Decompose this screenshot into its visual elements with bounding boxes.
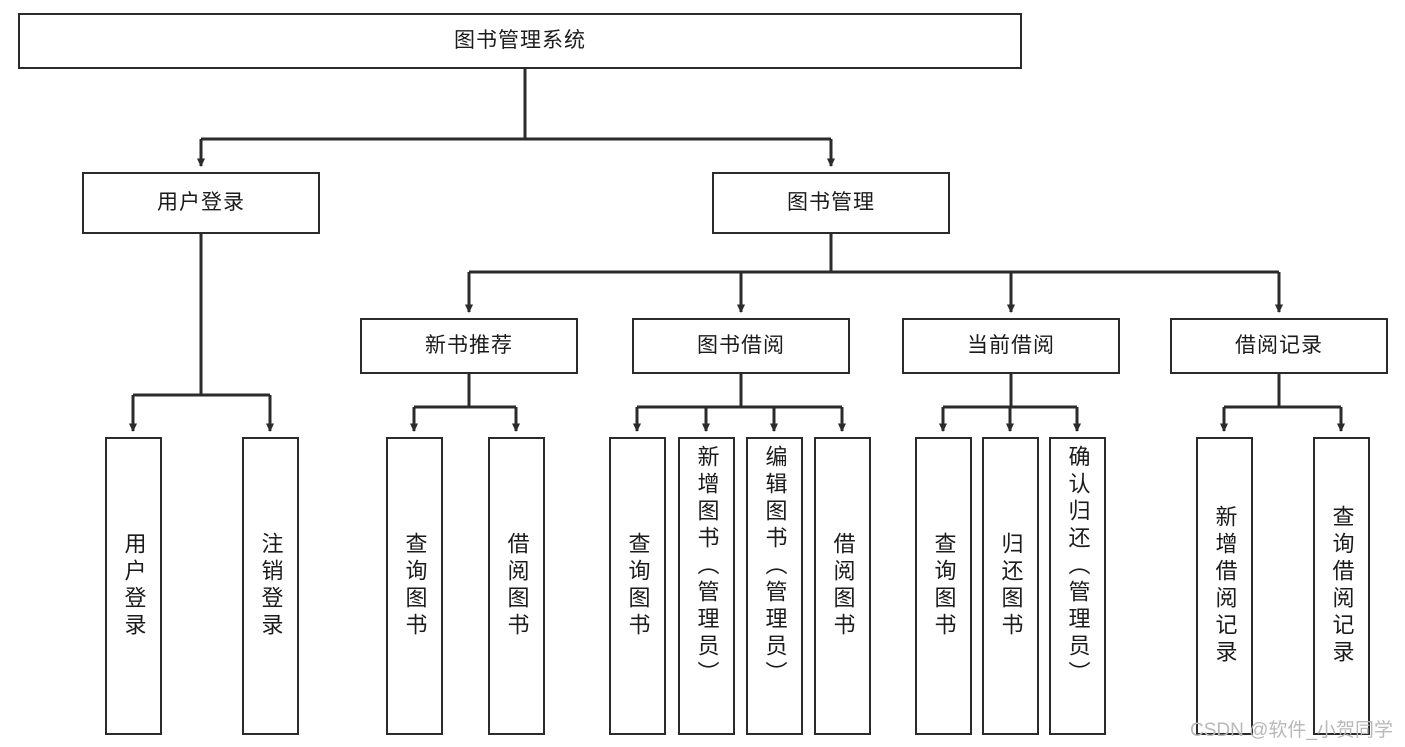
csdn-watermark: CSDN @软件_小贺同学	[1190, 720, 1393, 741]
node-current-borrow[interactable]: 当前借阅	[902, 318, 1120, 374]
node-leaf-user-login[interactable]: 用户登录	[105, 437, 162, 735]
node-leaf-add-book-admin-label: 新增图书（管理员）	[694, 445, 720, 688]
node-current-borrow-label: 当前借阅	[967, 333, 1055, 357]
node-leaf-query-borrow-record-label: 查询借阅记录	[1329, 505, 1355, 667]
node-root-system[interactable]: 图书管理系统	[18, 13, 1022, 69]
node-leaf-edit-book-admin[interactable]: 编辑图书（管理员）	[746, 437, 803, 735]
node-leaf-rec-borrow-book[interactable]: 借阅图书	[488, 437, 545, 735]
node-leaf-query-borrow-record[interactable]: 查询借阅记录	[1313, 437, 1370, 735]
node-book-manage-label: 图书管理	[787, 190, 875, 214]
node-borrow-record[interactable]: 借阅记录	[1170, 318, 1388, 374]
node-user-login[interactable]: 用户登录	[82, 172, 320, 234]
node-leaf-borrow-query-book-label: 查询图书	[625, 532, 651, 640]
node-leaf-return-book[interactable]: 归还图书	[982, 437, 1039, 735]
node-leaf-edit-book-admin-label: 编辑图书（管理员）	[762, 445, 788, 688]
node-new-book-rec[interactable]: 新书推荐	[360, 318, 578, 374]
node-leaf-borrow-lend-book-label: 借阅图书	[830, 532, 856, 640]
node-leaf-borrow-query-book[interactable]: 查询图书	[609, 437, 666, 735]
node-borrow-record-label: 借阅记录	[1235, 333, 1323, 357]
node-leaf-return-book-label: 归还图书	[998, 532, 1024, 640]
node-leaf-cur-query-book-label: 查询图书	[931, 532, 957, 640]
node-leaf-borrow-lend-book[interactable]: 借阅图书	[814, 437, 871, 735]
node-book-manage[interactable]: 图书管理	[712, 172, 950, 234]
node-book-borrow-label: 图书借阅	[697, 333, 785, 357]
node-leaf-add-borrow-record[interactable]: 新增借阅记录	[1196, 437, 1253, 735]
node-leaf-confirm-return-admin-label: 确认归还（管理员）	[1065, 445, 1091, 688]
node-leaf-add-borrow-record-label: 新增借阅记录	[1212, 505, 1238, 667]
node-leaf-confirm-return-admin[interactable]: 确认归还（管理员）	[1049, 437, 1106, 735]
node-new-book-rec-label: 新书推荐	[425, 333, 513, 357]
node-user-login-label: 用户登录	[157, 190, 245, 214]
node-root-label: 图书管理系统	[454, 28, 586, 52]
node-leaf-logout-label: 注销登录	[258, 532, 284, 640]
node-leaf-rec-query-book-label: 查询图书	[402, 532, 428, 640]
node-leaf-rec-borrow-book-label: 借阅图书	[504, 532, 530, 640]
node-leaf-cur-query-book[interactable]: 查询图书	[915, 437, 972, 735]
node-leaf-rec-query-book[interactable]: 查询图书	[386, 437, 443, 735]
node-leaf-user-login-label: 用户登录	[121, 532, 147, 640]
node-leaf-logout[interactable]: 注销登录	[242, 437, 299, 735]
node-leaf-add-book-admin[interactable]: 新增图书（管理员）	[678, 437, 735, 735]
node-book-borrow[interactable]: 图书借阅	[632, 318, 850, 374]
